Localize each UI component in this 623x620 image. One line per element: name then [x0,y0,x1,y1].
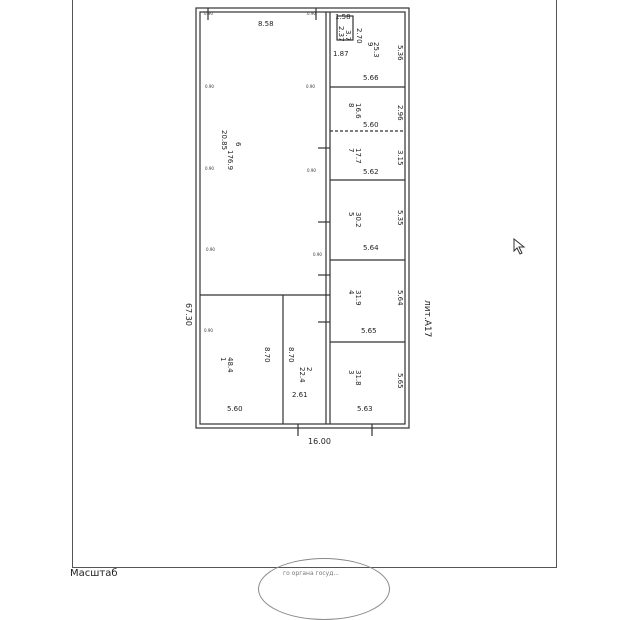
room-6-area: 176.9 [226,150,234,170]
room-4-area: 31.9 [354,290,362,306]
room-5-dim: 5.64 [363,244,379,252]
room-10-dim: 2.37 [337,26,345,42]
room-9-number: 9 [366,42,374,46]
wall-mark: 0.90 [313,252,322,257]
room-10-area: 3.7 [344,30,352,41]
room-2-dim: 2.61 [292,391,308,399]
mouse-cursor-icon [513,238,526,255]
room-7-dim: 5.62 [363,168,379,176]
room-2-dim: 8.70 [287,347,295,363]
room-3-area: 31.8 [354,370,362,386]
wall-mark: 0.90 [204,11,213,16]
room-1-area: 48.4 [226,357,234,373]
wall-mark: 0.90 [306,84,315,89]
room-3-number: 3 [347,370,355,374]
room-4-dim: 5.65 [361,327,377,335]
outer-wall-inner [199,11,406,425]
scale-label: Масштаб [70,568,118,579]
room-4-number: 4 [347,290,355,295]
room-1-dim: 8.70 [263,347,271,363]
room-3-dim: 5.65 [396,373,404,389]
room-6-dim: 20.85 [220,130,228,150]
room-5-area: 30.2 [354,212,362,228]
room-7-number: 7 [347,148,355,152]
overall-width: 16.00 [308,437,331,446]
room-1-dim: 5.60 [227,405,243,413]
room-2-area: 22.4 [298,367,306,383]
stamp-text: го органа госуд... [283,570,340,577]
wall-mark: 0.90 [307,168,316,173]
room-6-dim: 8.58 [258,20,274,28]
room-8-dim: 2.96 [396,105,404,121]
building-label: лит.А17 [422,300,432,337]
room-1-number: 1 [219,357,227,361]
room-2-number: 2 [305,367,313,371]
wall-mark: 0.90 [307,11,316,16]
room-4-dim: 5.64 [396,290,404,306]
room-10-dim: 1.58 [335,13,351,21]
room-5-number: 5 [347,212,355,216]
room-10-dim: 2.70 [355,28,363,44]
room-9-area: 25.3 [372,42,380,58]
room-5-dim: 5.35 [396,210,404,226]
room-8-area: 16.6 [354,103,362,119]
room-6-number: 6 [234,142,242,147]
wall-mark: 0.90 [205,84,214,89]
overall-height: 67.30 [184,303,193,326]
wall-mark: 0.90 [206,247,215,252]
room-7-dim: 3.15 [396,150,404,166]
outer-wall [195,7,410,429]
room-9-dim: 5.36 [396,45,404,61]
room-10-outline [336,15,354,41]
room-8-dim: 5.60 [363,121,379,129]
floor-plan: лит.А17 67.30 16.00 8.58 20.85 176.9 6 1… [184,7,432,446]
room-3-dim: 5.63 [357,405,373,413]
room-7-area: 17.7 [354,148,362,164]
room-10-dim: 1.87 [333,50,349,58]
wall-mark: 0.90 [205,166,214,171]
wall-mark: 0.90 [204,328,213,333]
room-9-dim: 5.66 [363,74,379,82]
room-8-number: 8 [347,103,355,107]
